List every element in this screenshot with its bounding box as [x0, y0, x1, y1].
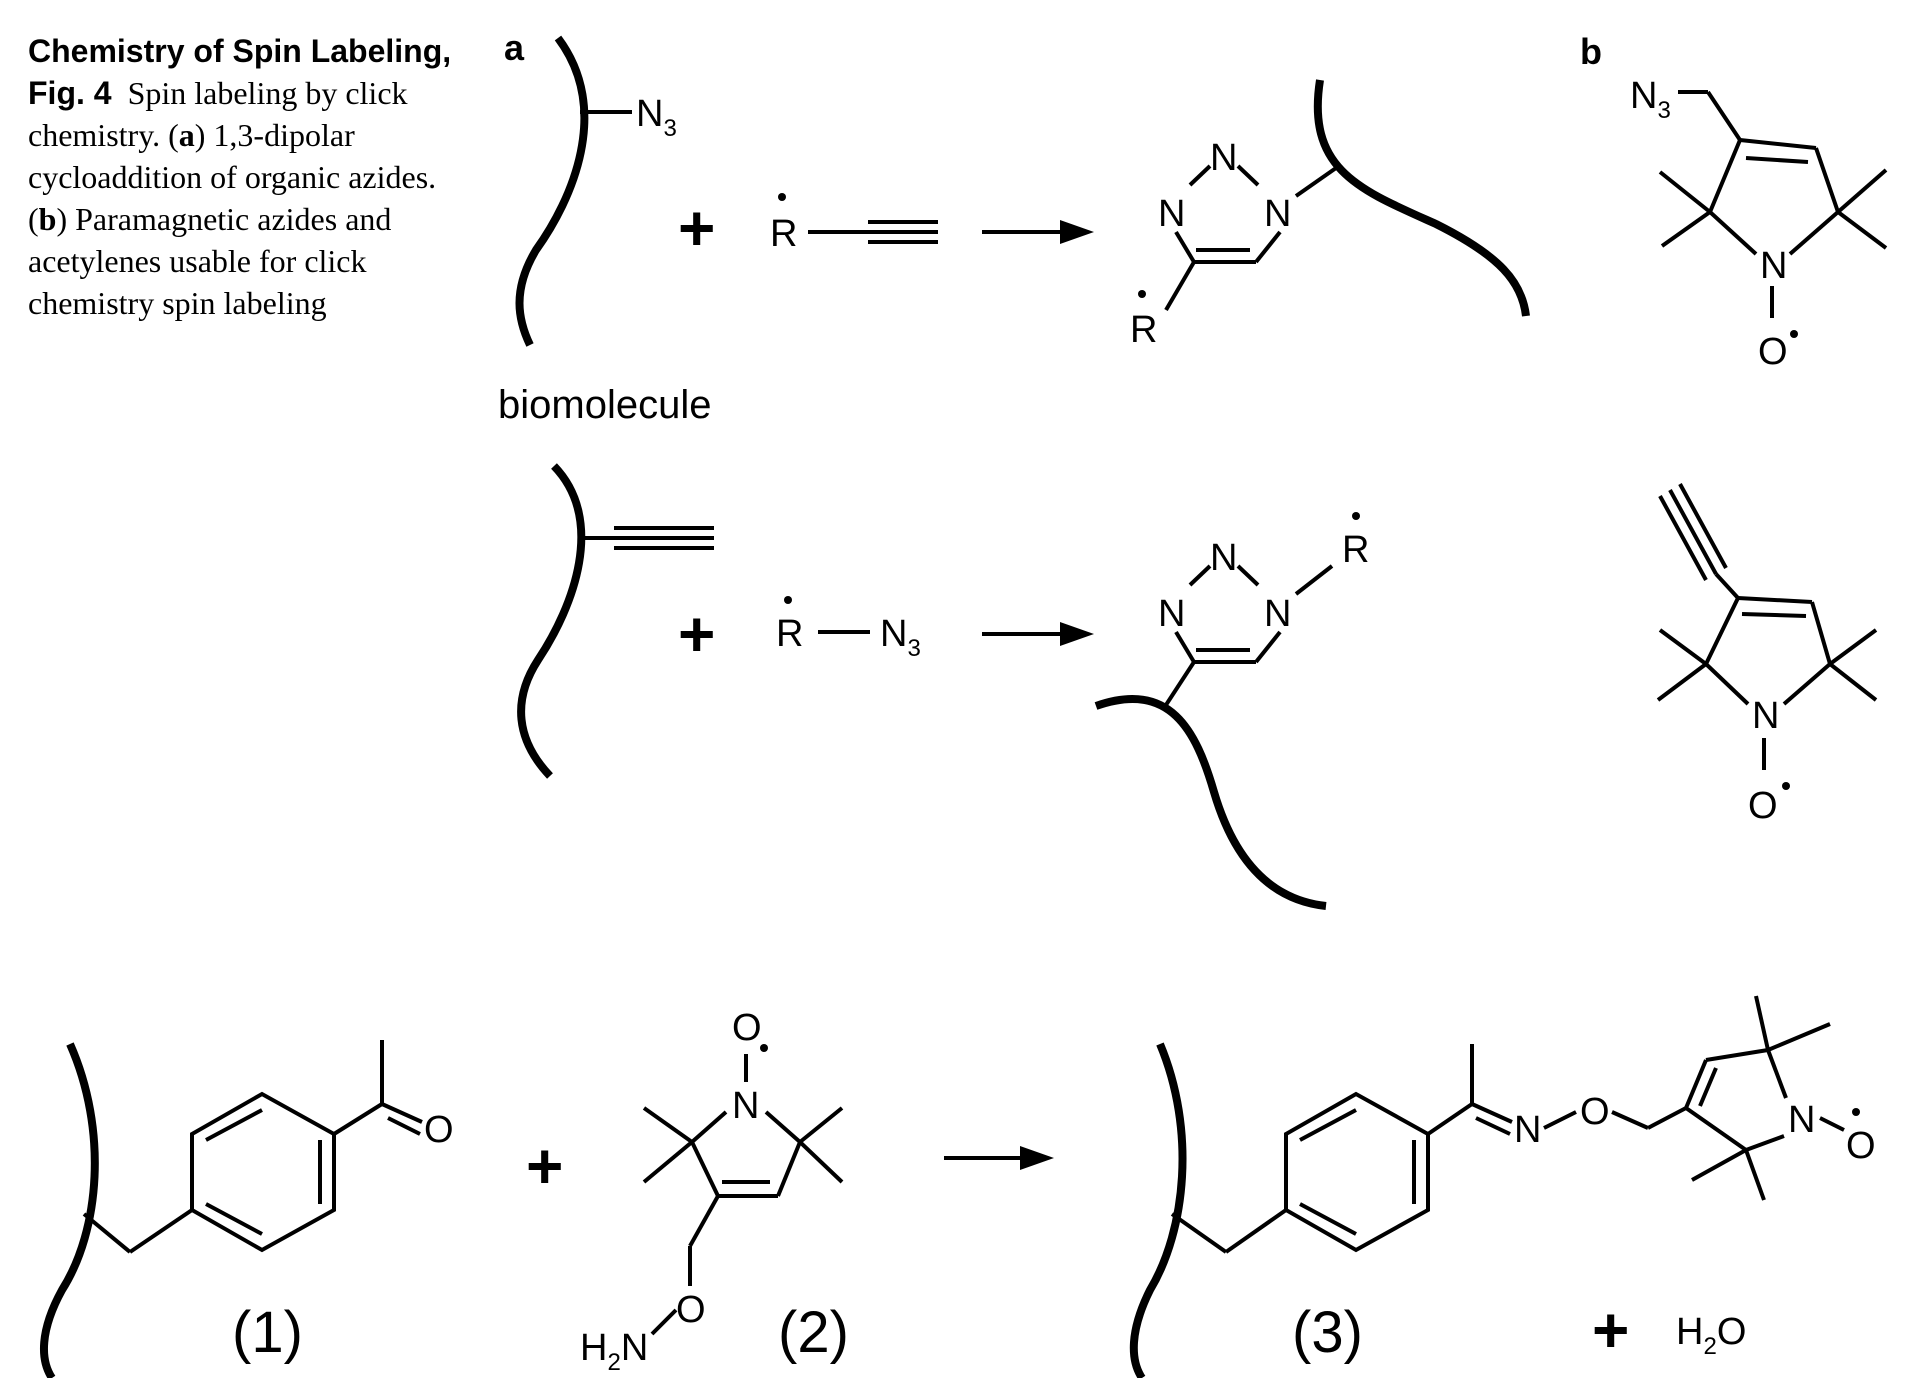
caption-panel-b: b	[38, 201, 57, 237]
caption-fig-label: Fig. 4	[28, 75, 112, 111]
radical-R: R	[776, 613, 803, 655]
biomolecule-label: biomolecule	[498, 383, 711, 427]
atom-N: N	[1760, 245, 1787, 287]
plus-sign: +	[1592, 1294, 1629, 1366]
panel-label-a: a	[504, 27, 525, 68]
biomolecule-chain	[517, 463, 586, 779]
biomolecule-chain	[40, 1042, 99, 1378]
triazole-product-1: N N N R	[1130, 79, 1530, 351]
caption-text-3: ) Paramagnetic azides and acetylenes usa…	[28, 201, 392, 321]
caption-title: Chemistry of Spin Labeling,	[28, 33, 452, 69]
compound-2: O N O H2N (2)	[580, 1007, 849, 1376]
reaction-arrow	[982, 622, 1094, 646]
atom-O: O	[1846, 1125, 1876, 1167]
biomolecule-chain	[1313, 79, 1530, 317]
ethynyl-nitroxide: N O	[1656, 483, 1878, 827]
atom-O: O	[1580, 1091, 1610, 1133]
atom-N: N	[1752, 695, 1779, 737]
plus-sign: +	[678, 598, 715, 670]
atom-N: N	[1264, 593, 1291, 635]
water-H2O: H2O	[1676, 1311, 1746, 1360]
azide-N3: N3	[636, 93, 677, 142]
amine-H2N: H2N	[580, 1327, 648, 1376]
atom-N: N	[1264, 193, 1291, 235]
radical-alkyne: R	[770, 193, 938, 255]
azide-N3: N3	[1630, 75, 1671, 124]
atom-O: O	[424, 1109, 454, 1151]
radical-R: R	[770, 213, 797, 255]
compound-1: O (1)	[40, 1040, 454, 1378]
figure-caption: Chemistry of Spin Labeling, Fig. 4 Spin …	[28, 30, 468, 324]
atom-O: O	[732, 1007, 762, 1049]
compound-3: N O N O (3)	[1129, 995, 1876, 1378]
atom-O: O	[1758, 331, 1788, 373]
atom-N: N	[1158, 193, 1185, 235]
radical-R: R	[1342, 529, 1369, 571]
biomolecule-chain	[1129, 1042, 1187, 1378]
panel-label-b: b	[1580, 31, 1602, 72]
azide-N3: N3	[880, 613, 921, 662]
atom-N: N	[1788, 1099, 1815, 1141]
plus-sign: +	[678, 192, 715, 264]
reaction-arrow	[982, 220, 1094, 244]
biomolecule-chain	[515, 35, 589, 347]
atom-N: N	[1210, 137, 1237, 179]
atom-O: O	[1748, 785, 1778, 827]
reaction-arrow	[944, 1146, 1054, 1170]
radical-azide: R N3	[776, 596, 921, 662]
caption-panel-a: a	[178, 117, 195, 153]
caption-text-1: Spin labeling by click chemistry. (	[28, 75, 408, 153]
atom-N: N	[1210, 537, 1237, 579]
caption-text-2: ) 1,3-dipolar cycloaddition of organic a…	[28, 117, 437, 237]
alkyne-biomolecule	[517, 463, 714, 779]
triazole-product-2: N N N R	[1094, 512, 1369, 910]
biomolecule-chain	[1094, 695, 1327, 910]
azido-nitroxide: N3 N O	[1630, 75, 1888, 373]
radical-R: R	[1130, 309, 1157, 351]
compound-1-label: (1)	[232, 1300, 303, 1365]
plus-sign: +	[526, 1130, 563, 1202]
atom-N: N	[1158, 593, 1185, 635]
azide-biomolecule: N3	[515, 35, 677, 347]
compound-3-label: (3)	[1292, 1300, 1363, 1365]
compound-2-label: (2)	[778, 1300, 849, 1365]
atom-N: N	[1514, 1109, 1541, 1151]
atom-O: O	[676, 1289, 706, 1331]
atom-N: N	[732, 1085, 759, 1127]
